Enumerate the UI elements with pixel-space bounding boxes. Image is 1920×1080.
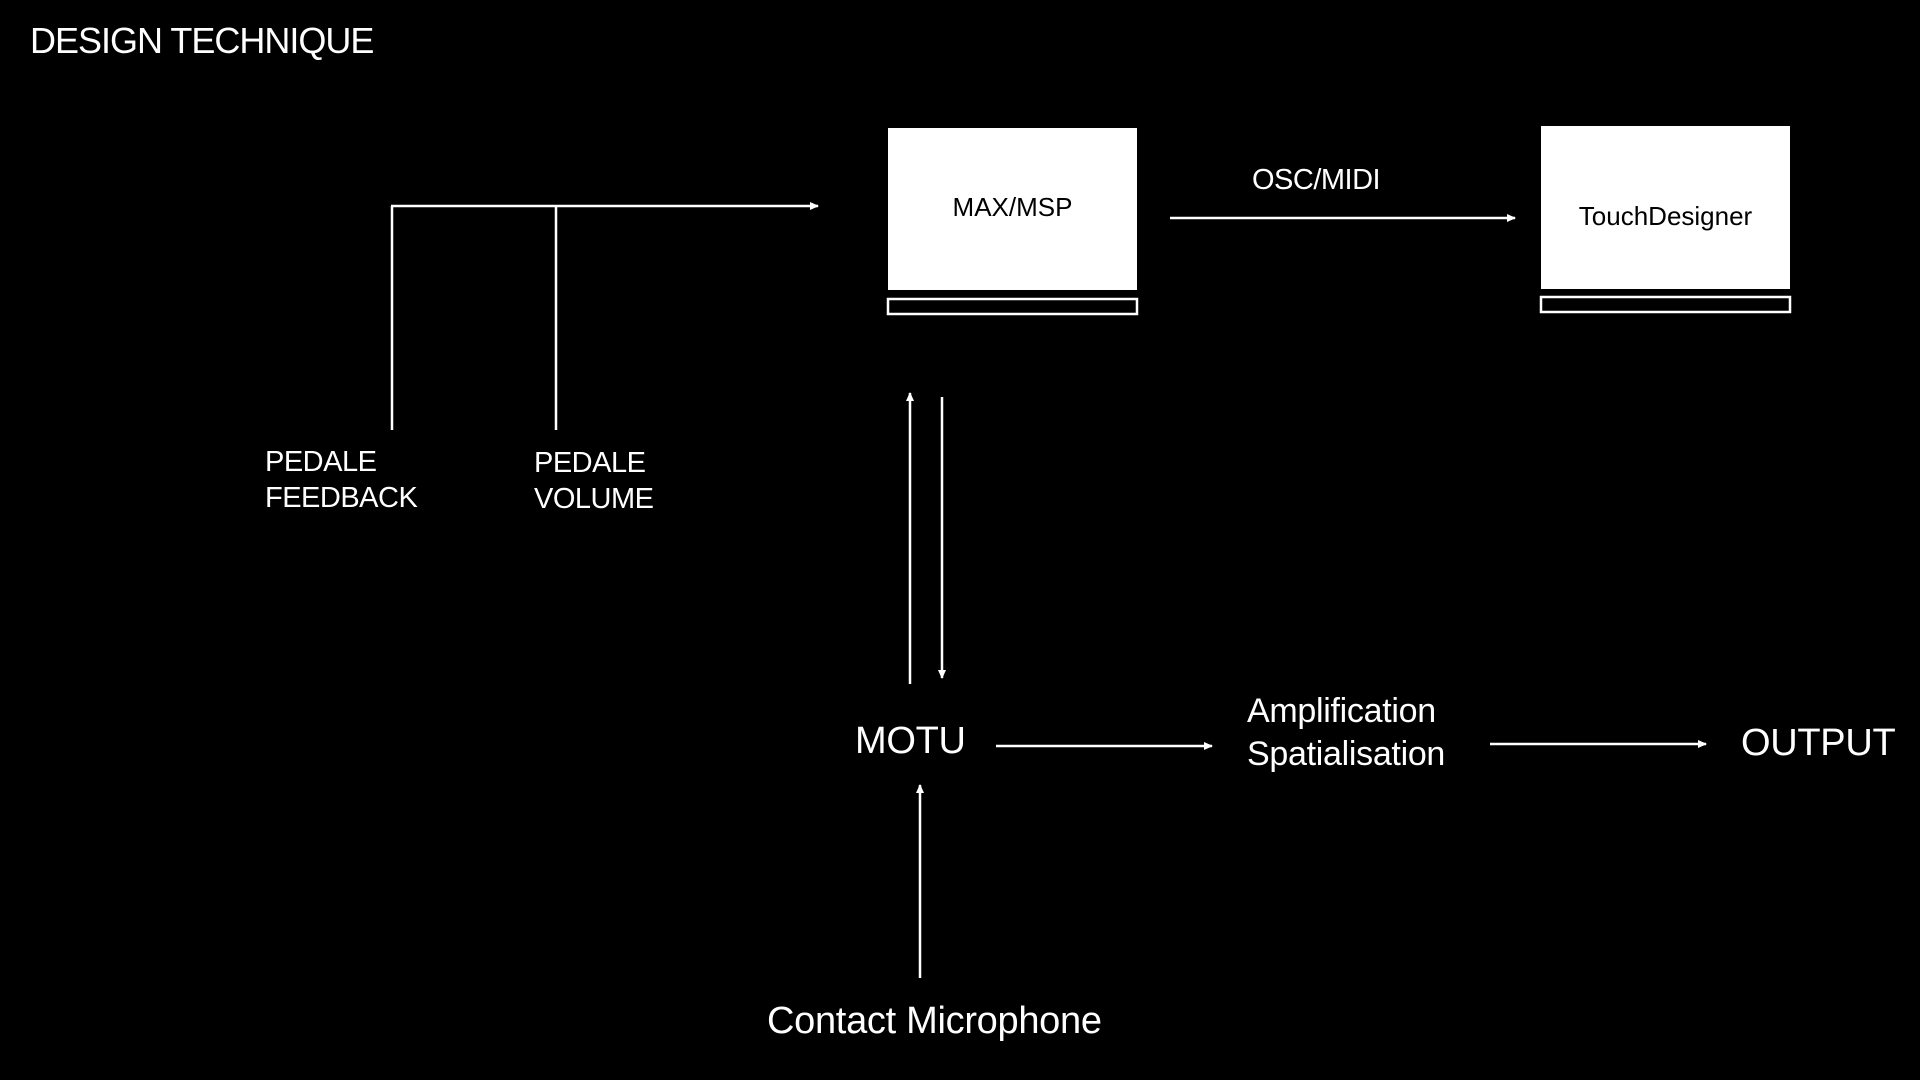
max-msp-laptop-icon	[886, 128, 1139, 316]
max-msp-label: MAX/MSP	[952, 192, 1073, 222]
motu-label: MOTU	[855, 720, 966, 762]
output-label: OUTPUT	[1741, 722, 1896, 764]
osc-midi-label: OSC/MIDI	[1252, 164, 1381, 196]
contact-microphone-label: Contact Microphone	[767, 1000, 1102, 1042]
page-title: DESIGN TECHNIQUE	[30, 20, 374, 61]
touchdesigner-laptop-icon	[1539, 126, 1792, 314]
pedals-to-max-connector	[390, 202, 819, 430]
pedale-feedback-label: PEDALE FEEDBACK	[265, 446, 418, 515]
pedale-volume-label: PEDALE VOLUME	[534, 447, 654, 516]
touchdesigner-label: TouchDesigner	[1578, 201, 1753, 231]
amplification-spatialisation-label: Amplification Spatialisation	[1247, 692, 1446, 773]
